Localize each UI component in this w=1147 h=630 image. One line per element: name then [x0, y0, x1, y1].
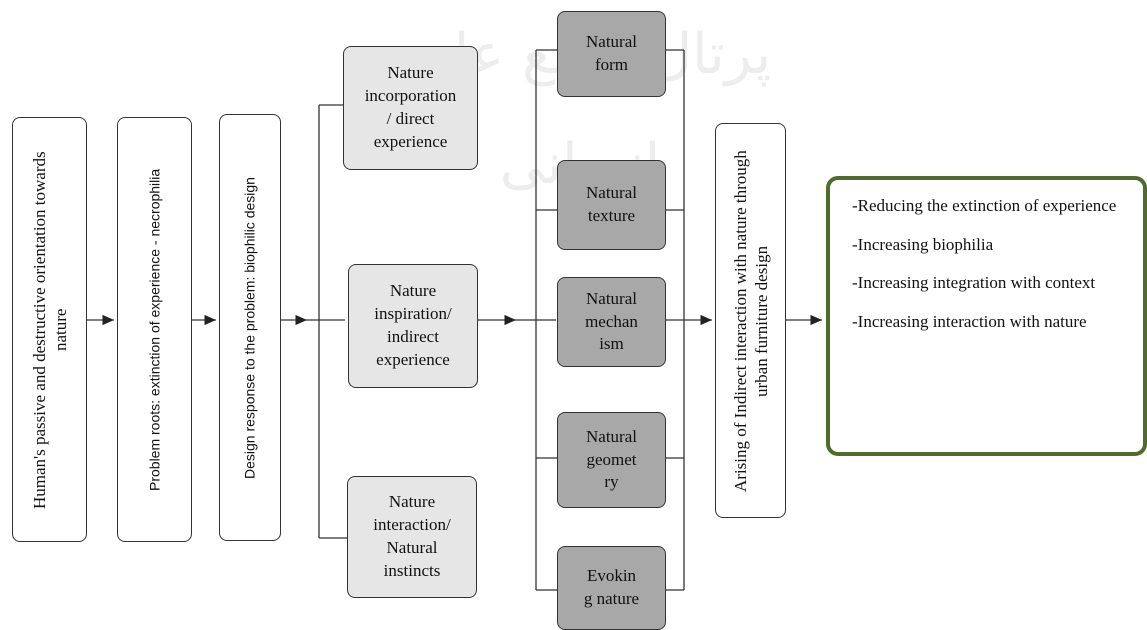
outcomes-panel: -Reducing the extinction of experience -… [826, 176, 1147, 456]
category-label: Nature inspiration/ indirect experience [374, 281, 452, 369]
aspect-label: Natural mechan ism [585, 288, 638, 354]
category-label: Nature incorporation / direct experience [364, 63, 457, 151]
aspect-label: Natural form [586, 32, 637, 74]
aspect-natural-form: Natural form [557, 11, 666, 97]
box-arising-interaction: Arising of Indirect interaction with nat… [715, 123, 786, 518]
aspect-natural-texture: Natural texture [557, 160, 666, 250]
box-orientation: Human's passive and destructive orientat… [12, 117, 87, 542]
aspect-natural-geometry: Natural geomet ry [557, 412, 666, 508]
category-nature-interaction: Nature interaction/ Natural instincts [347, 476, 477, 598]
aspect-label: Evokin g nature [583, 566, 640, 608]
category-label: Nature interaction/ Natural instincts [373, 492, 451, 580]
design-response-text: Design response to the problem: biophili… [241, 176, 258, 479]
orientation-text: Human's passive and destructive orientat… [29, 150, 70, 509]
arising-text: Arising of Indirect interaction with nat… [730, 149, 771, 492]
box-problem-roots: Problem roots: extinction of experience … [117, 117, 192, 542]
aspect-label: Natural geomet ry [586, 426, 637, 492]
category-nature-incorporation: Nature incorporation / direct experience [343, 46, 478, 170]
aspect-natural-mechanism: Natural mechan ism [557, 277, 666, 367]
outcome-item: -Increasing integration with context [852, 273, 1096, 293]
box-design-response: Design response to the problem: biophili… [219, 114, 281, 541]
outcome-item: -Reducing the extinction of experience [852, 196, 1117, 215]
category-nature-inspiration: Nature inspiration/ indirect experience [348, 264, 478, 388]
aspect-label: Natural texture [586, 183, 637, 225]
outcome-item: -Increasing interaction with nature [852, 311, 1087, 331]
outcome-item: -Increasing biophilia [852, 234, 994, 254]
problem-roots-text: Problem roots: extinction of experience … [145, 168, 162, 491]
aspect-evoking-nature: Evokin g nature [557, 546, 666, 630]
